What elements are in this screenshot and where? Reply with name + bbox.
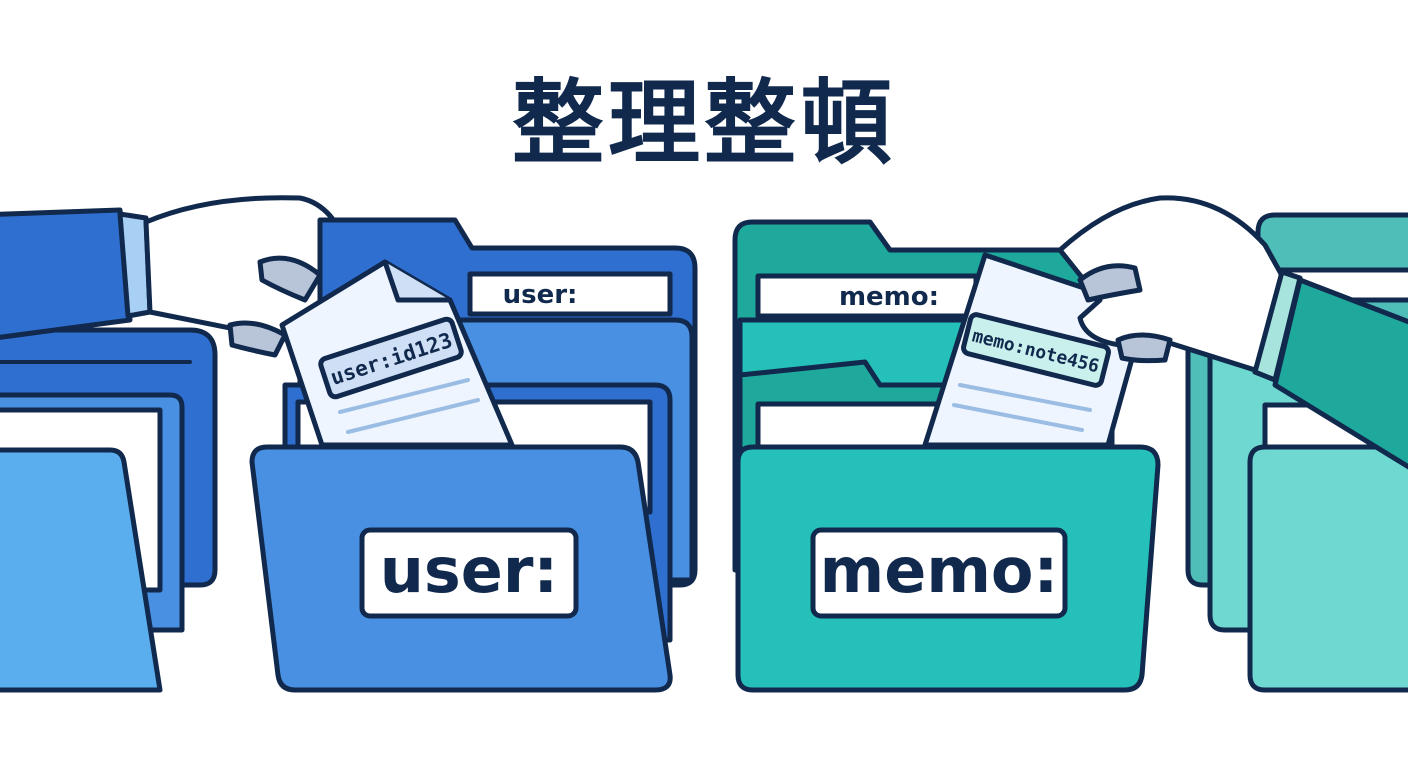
document-icon [922,252,1143,448]
back-tab-label-teal: memo: [839,282,939,312]
back-tab-label-blue: user: [503,280,578,310]
folder-icon [0,327,218,693]
hand-left-icon [0,195,363,358]
hand-right-icon [1057,195,1408,470]
document-icon [279,259,515,448]
front-label-teal: memo: [820,534,1059,607]
page-title: 整理整頓 [511,70,896,177]
front-label-blue: user: [380,534,558,607]
